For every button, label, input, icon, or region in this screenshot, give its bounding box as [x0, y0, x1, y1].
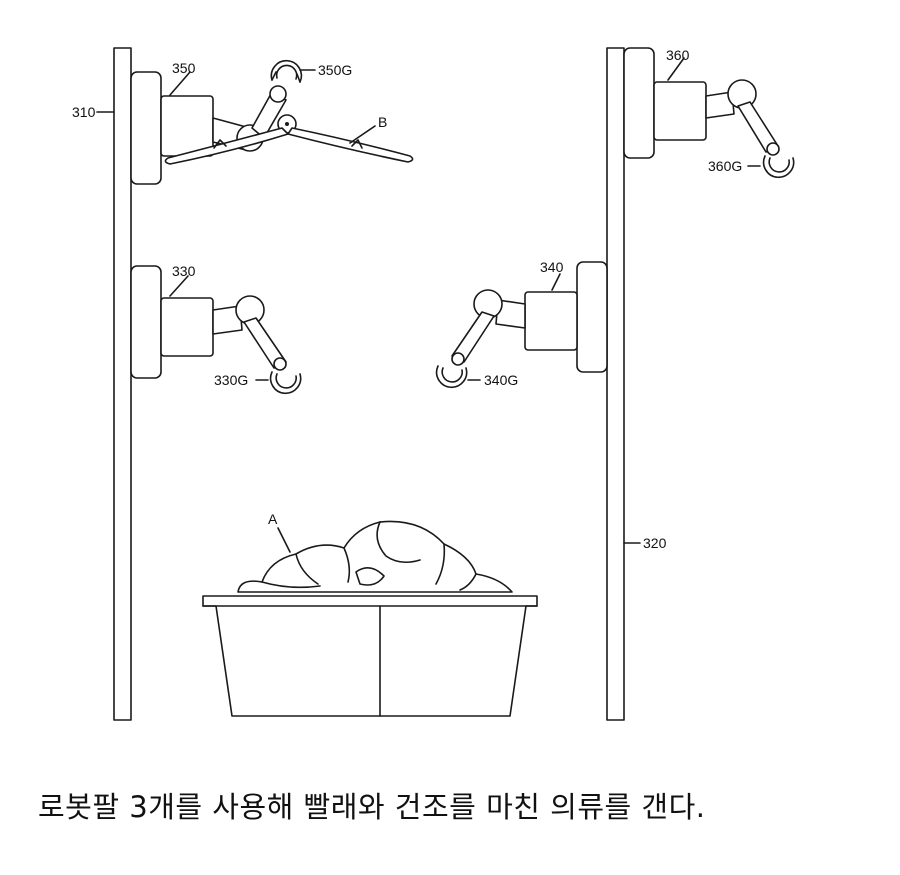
left-wall: 310 — [72, 47, 132, 721]
right-wall: 320 — [606, 47, 667, 721]
label-310: 310 — [72, 104, 96, 120]
label-340G: 340G — [484, 372, 518, 388]
robot-arm-340: 340 340G — [435, 259, 608, 389]
caption: 로봇팔 3개를 사용해 빨래와 건조를 마친 의류를 갠다. — [38, 790, 706, 824]
laundry-basket: A — [202, 511, 538, 717]
label-350: 350 — [172, 60, 196, 76]
robot-arm-350: 350 350G B — [130, 59, 414, 185]
robot-arm-330: 330 330G — [130, 263, 302, 395]
label-330G: 330G — [214, 372, 248, 388]
patent-diagram: 310 320 350 350G B — [72, 47, 795, 721]
label-A: A — [268, 511, 278, 527]
label-330: 330 — [172, 263, 196, 279]
label-B: B — [378, 114, 387, 130]
label-360: 360 — [666, 47, 690, 63]
label-340: 340 — [540, 259, 564, 275]
label-360G: 360G — [708, 158, 742, 174]
label-320: 320 — [643, 535, 667, 551]
label-350G: 350G — [318, 62, 352, 78]
robot-arm-360: 360 360G — [623, 47, 795, 179]
